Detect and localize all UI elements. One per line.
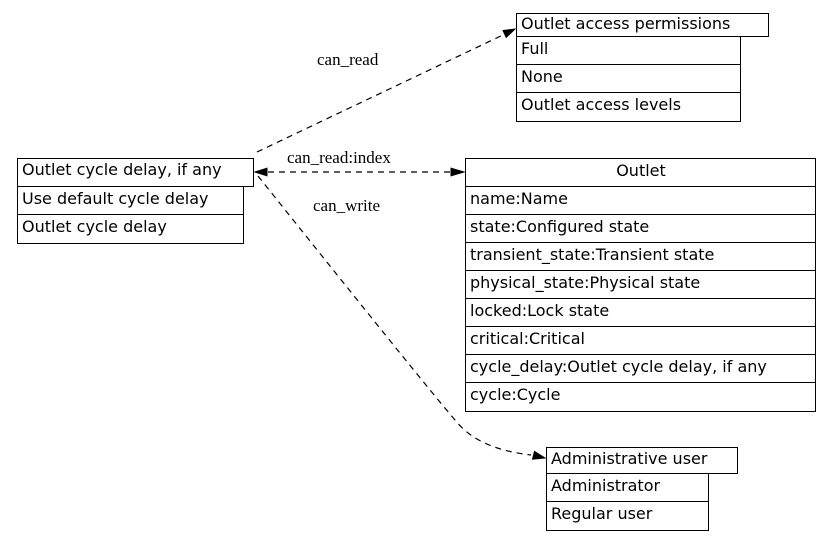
can-write-edge: [257, 175, 547, 460]
table-row: cycle:Cycle: [470, 385, 561, 404]
arrowhead-icon: [450, 167, 466, 177]
admin-user-table-title: Administrative user: [546, 447, 738, 474]
admin-user-table-rows: Administrator Regular user: [546, 473, 709, 531]
edge-label-can-read-index: can_read:index: [287, 148, 391, 167]
table-row: Outlet cycle delay: [22, 217, 167, 236]
arrowhead-icon: [502, 28, 517, 39]
can-read-edge: [256, 28, 517, 153]
outlet-table: Outlet name:Name state:Configured state …: [465, 158, 816, 412]
table-row: transient_state:Transient state: [466, 243, 815, 271]
permissions-table-title: Outlet access permissions: [516, 13, 769, 37]
table-row: physical_state:Physical state: [466, 271, 815, 299]
arrowhead-icon: [253, 167, 268, 177]
table-row: critical:Critical: [466, 327, 815, 355]
outlet-table-title: Outlet: [466, 159, 815, 187]
table-row: Outlet access levels: [521, 95, 682, 114]
cycle-delay-table-title: Outlet cycle delay, if any: [17, 158, 254, 187]
table-row: name:Name: [466, 187, 815, 215]
permissions-table-rows: Full None Outlet access levels: [516, 36, 741, 122]
edge-label-can-write: can_write: [313, 196, 381, 215]
table-row: Administrator: [547, 474, 708, 502]
arrowhead-icon: [531, 450, 547, 460]
table-row: None: [517, 65, 740, 93]
edge-label-can-read: can_read: [317, 50, 379, 69]
cycle-delay-table-rows: Use default cycle delay Outlet cycle del…: [17, 186, 244, 244]
table-row: Regular user: [551, 504, 653, 523]
table-row: locked:Lock state: [466, 299, 815, 327]
table-row: Use default cycle delay: [18, 187, 243, 215]
table-row: Full: [517, 37, 740, 65]
can-read-index-edge: [253, 167, 466, 177]
table-row: state:Configured state: [466, 215, 815, 243]
table-row: cycle_delay:Outlet cycle delay, if any: [466, 355, 815, 383]
